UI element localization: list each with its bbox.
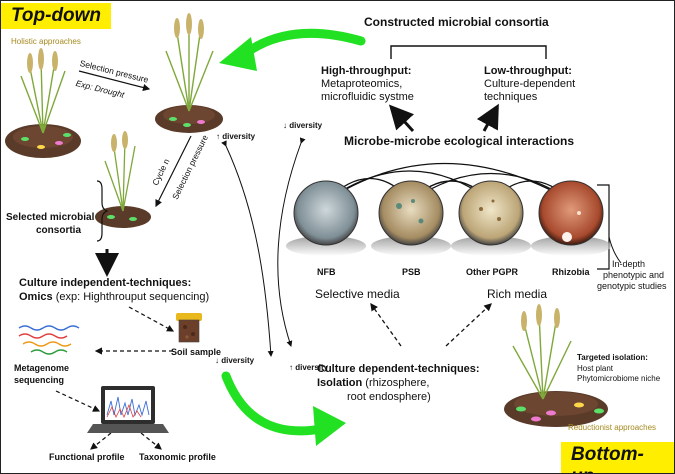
interaction-arcs: [325, 162, 572, 202]
culture-dependent-heading: Culture dependent-techniques:: [317, 363, 480, 375]
in-depth-line1: In-depth: [612, 259, 646, 269]
plate-nfb: [293, 180, 359, 246]
green-arrow-top: [241, 28, 366, 58]
plate-other-pgpr: [458, 180, 524, 246]
low-throughput-line2: techniques: [484, 91, 538, 103]
high-throughput-line1: Metaproteomics,: [321, 78, 403, 90]
throughput-bracket: [390, 45, 547, 59]
high-throughput-heading: High-throughput:: [321, 65, 412, 77]
targeted-isolation-line1: Host plant: [577, 364, 614, 373]
dashed-laptop-to-taxonomic: [140, 432, 162, 450]
dashed-to-selective: [370, 302, 402, 347]
selection-arrow-1: [78, 70, 151, 91]
targeted-isolation-line2: Phytomicrobiome niche: [577, 374, 661, 383]
green-arrow-bottom: [221, 371, 326, 436]
selected-consortia-line2: consortia: [36, 225, 82, 236]
plate-psb: [378, 180, 444, 246]
petri-plates: [286, 180, 611, 256]
isolation-label: Isolation: [317, 377, 363, 389]
diversity-up-top: ↑ diversity: [216, 132, 256, 141]
plate-label-psb: PSB: [402, 267, 421, 277]
top-down-title: Top-down: [1, 3, 112, 29]
dashed-laptop-to-functional: [90, 432, 112, 450]
selective-media-label: Selective media: [315, 287, 400, 301]
culture-dependent-line3: root endosphere): [347, 391, 431, 403]
plant-soil-1: [5, 48, 81, 158]
top-down-subtitle: Holistic approaches: [11, 37, 81, 46]
dashed-omics-to-jar: [128, 306, 175, 332]
functional-profile-label: Functional profile: [49, 452, 125, 462]
soil-sample-label: Soil sample: [171, 347, 222, 357]
plant-soil-3: [95, 131, 151, 228]
in-depth-line2: phenotypic and: [603, 270, 665, 280]
plate-label-nfb: NFB: [317, 267, 336, 277]
soil-sample-jar: [176, 313, 202, 343]
laptop-icon: [87, 386, 169, 433]
omics-rest: (exp: Highthrouput sequencing): [52, 291, 210, 303]
rich-media-label: Rich media: [487, 287, 548, 301]
dashed-to-rich: [445, 303, 492, 347]
plate-label-other-pgpr: Other PGPR: [466, 267, 519, 277]
culture-independent-line2: Omics (exp: Highthrouput sequencing): [19, 291, 209, 304]
targeted-isolation-heading: Targeted isolation:: [577, 353, 648, 362]
interactions-label: Microbe-microbe ecological interactions: [344, 134, 575, 148]
rhizobia-bracket: [597, 184, 610, 270]
green-arrowhead-bottom: [313, 406, 346, 446]
plate-label-rhizobia: Rhizobia: [552, 267, 590, 277]
green-arrowhead-top: [219, 37, 257, 71]
arrow-to-low: [476, 103, 499, 132]
diversity-curve-1: [221, 140, 274, 357]
high-throughput-line2: microfluidic systme: [321, 91, 414, 103]
plant-soil-4: [504, 304, 608, 427]
selected-consortia-line1: Selected microbial: [6, 212, 95, 223]
plant-soil-2: [155, 13, 223, 133]
bottom-up-subtitle: Reductionist approaches: [568, 423, 657, 432]
consortia-brace: [96, 180, 109, 242]
metagenome-line2: sequencing: [14, 375, 65, 385]
diversity-up-bottom: ↑ diversity: [289, 363, 329, 372]
omics-label: Omics: [19, 291, 53, 303]
constructed-consortia-title: Constructed microbial consortia: [364, 15, 549, 29]
arrow-to-high: [388, 104, 415, 133]
low-throughput-heading: Low-throughput:: [484, 65, 572, 77]
in-depth-line3: genotypic studies: [597, 281, 667, 291]
metagenome-line1: Metagenome: [14, 363, 70, 373]
diversity-down-top: ↓ diversity: [283, 121, 323, 130]
diversity-down-bottom: ↓ diversity: [215, 356, 255, 365]
dna-strands-icon: [18, 325, 80, 355]
isolation-rest: (rhizosphere,: [362, 377, 430, 389]
plate-rhizobia: [538, 180, 604, 246]
diversity-curve-2: [277, 137, 306, 347]
bottom-up-title: Bottom-up: [561, 442, 674, 473]
low-throughput-line1: Culture-dependent: [484, 78, 576, 90]
taxonomic-profile-label: Taxonomic profile: [139, 452, 216, 462]
culture-dependent-line2: Isolation (rhizosphere,: [317, 377, 430, 390]
culture-independent-heading: Culture independent-techniques:: [19, 277, 192, 289]
selection-arrow-2: [155, 135, 192, 208]
dashed-metagenome-to-laptop: [55, 390, 101, 412]
